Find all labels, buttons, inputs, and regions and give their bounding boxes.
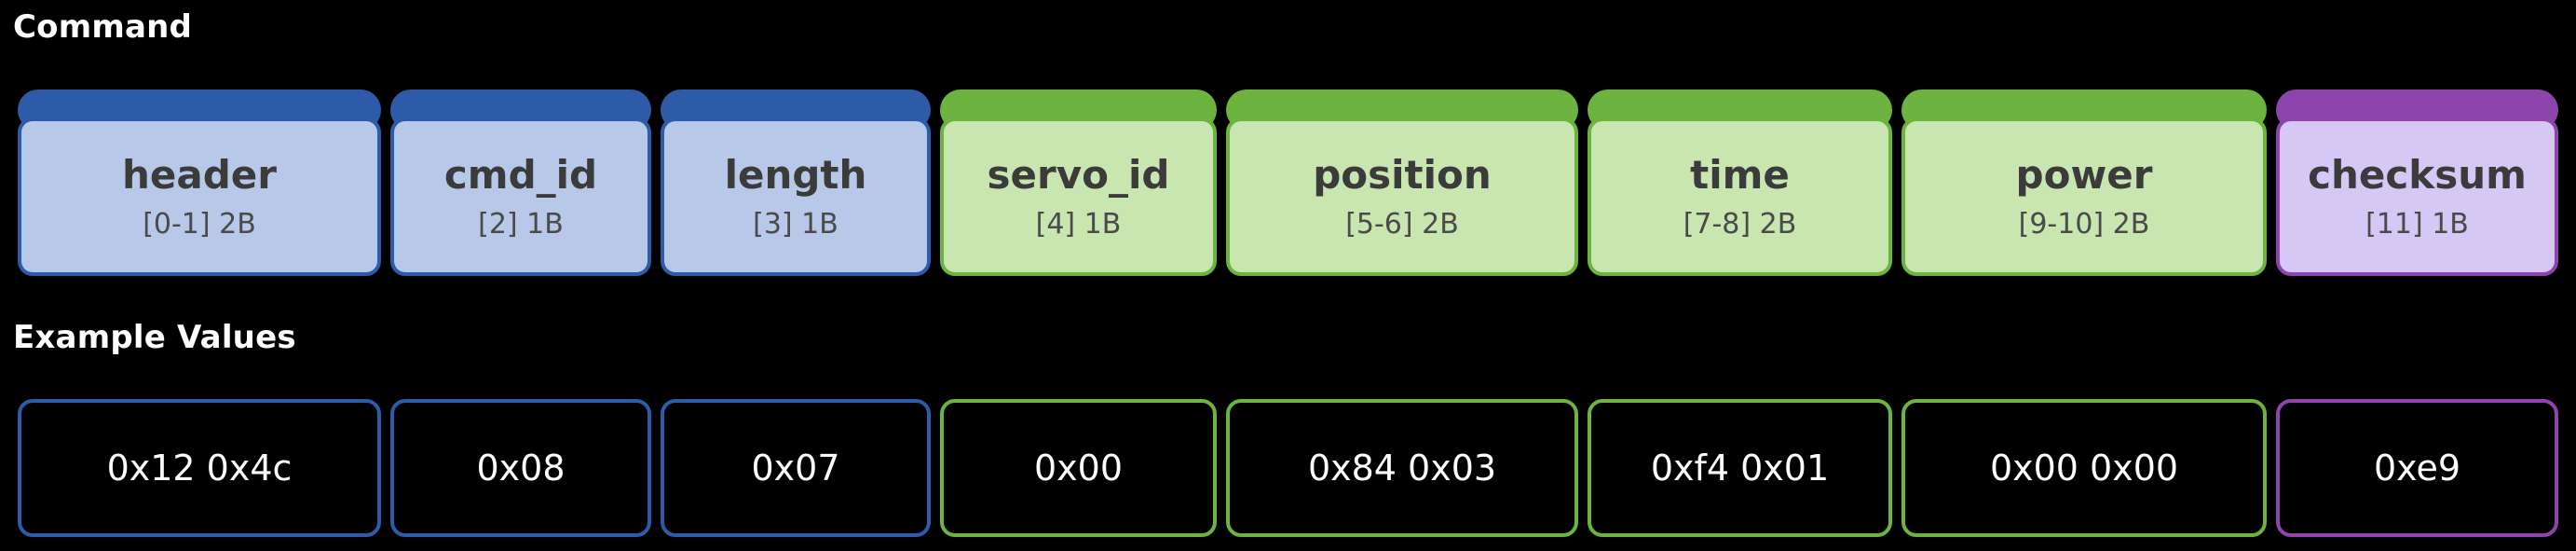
- field-name-label: checksum: [2308, 152, 2527, 198]
- field-body-length: length [3] 1B: [661, 117, 931, 276]
- field-cell-checksum: checksum [11] 1B: [2271, 90, 2563, 276]
- value-hex-text: 0x08: [476, 448, 566, 489]
- field-name-label: header: [122, 152, 277, 198]
- example-values-section-title: Example Values: [13, 319, 296, 356]
- value-hex-text: 0x00 0x00: [1989, 448, 2179, 489]
- value-hex-text: 0x12 0x4c: [106, 448, 293, 489]
- field-byte-range-label: [2] 1B: [478, 208, 564, 241]
- field-body-servo-id: servo_id [4] 1B: [940, 117, 1217, 276]
- field-body-cmd-id: cmd_id [2] 1B: [390, 117, 651, 276]
- value-box-servo-id: 0x00: [940, 399, 1217, 537]
- field-name-label: time: [1690, 152, 1790, 198]
- value-hex-text: 0x07: [751, 448, 840, 489]
- example-values-row: 0x12 0x4c 0x08 0x07 0x00 0x84 0x03 0xf4 0x01 0…: [13, 399, 2563, 537]
- command-section-title: Command: [13, 8, 193, 46]
- field-cell-time: time [7-8] 2B: [1583, 90, 1897, 276]
- value-cell-power: 0x00 0x00: [1897, 399, 2271, 537]
- field-name-label: power: [2015, 152, 2153, 198]
- value-hex-text: 0xf4 0x01: [1650, 448, 1830, 489]
- field-byte-range-label: [7-8] 2B: [1683, 208, 1797, 241]
- field-cell-header: header [0-1] 2B: [13, 90, 386, 276]
- field-body-time: time [7-8] 2B: [1588, 117, 1892, 276]
- value-cell-length: 0x07: [656, 399, 935, 537]
- value-cell-cmd-id: 0x08: [386, 399, 656, 537]
- value-cell-servo-id: 0x00: [935, 399, 1221, 537]
- command-field-row: header [0-1] 2B cmd_id [2] 1B length [3] 1B se…: [13, 90, 2563, 276]
- field-byte-range-label: [0-1] 2B: [143, 208, 256, 241]
- value-cell-position: 0x84 0x03: [1221, 399, 1583, 537]
- value-box-power: 0x00 0x00: [1901, 399, 2267, 537]
- value-box-length: 0x07: [661, 399, 931, 537]
- value-box-header: 0x12 0x4c: [18, 399, 381, 537]
- value-hex-text: 0xe9: [2373, 448, 2461, 489]
- value-box-checksum: 0xe9: [2276, 399, 2558, 537]
- field-cell-length: length [3] 1B: [656, 90, 935, 276]
- value-cell-checksum: 0xe9: [2271, 399, 2563, 537]
- value-box-time: 0xf4 0x01: [1588, 399, 1892, 537]
- field-body-power: power [9-10] 2B: [1901, 117, 2267, 276]
- field-cell-servo-id: servo_id [4] 1B: [935, 90, 1221, 276]
- value-hex-text: 0x84 0x03: [1307, 448, 1497, 489]
- value-box-cmd-id: 0x08: [390, 399, 651, 537]
- field-name-label: length: [724, 152, 867, 198]
- field-cell-power: power [9-10] 2B: [1897, 90, 2271, 276]
- field-byte-range-label: [11] 1B: [2365, 208, 2469, 241]
- field-byte-range-label: [3] 1B: [753, 208, 838, 241]
- field-cell-cmd-id: cmd_id [2] 1B: [386, 90, 656, 276]
- value-box-position: 0x84 0x03: [1226, 399, 1578, 537]
- field-name-label: servo_id: [987, 152, 1170, 198]
- field-byte-range-label: [5-6] 2B: [1345, 208, 1459, 241]
- field-byte-range-label: [9-10] 2B: [2018, 208, 2150, 241]
- field-body-header: header [0-1] 2B: [18, 117, 381, 276]
- value-hex-text: 0x00: [1033, 448, 1124, 489]
- value-cell-header: 0x12 0x4c: [13, 399, 386, 537]
- field-cell-position: position [5-6] 2B: [1221, 90, 1583, 276]
- value-cell-time: 0xf4 0x01: [1583, 399, 1897, 537]
- field-body-checksum: checksum [11] 1B: [2276, 117, 2558, 276]
- field-byte-range-label: [4] 1B: [1035, 208, 1122, 241]
- field-name-label: cmd_id: [443, 152, 598, 198]
- field-name-label: position: [1313, 152, 1492, 198]
- field-body-position: position [5-6] 2B: [1226, 117, 1578, 276]
